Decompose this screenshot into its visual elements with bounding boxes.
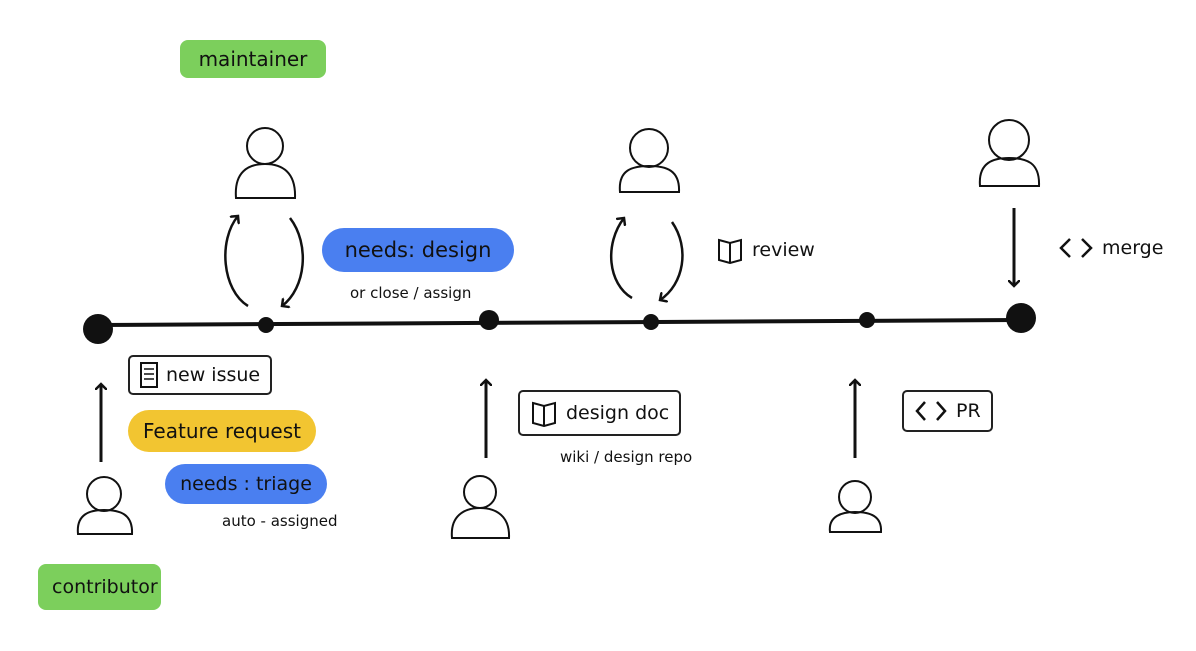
contributor-label: contributor: [38, 564, 161, 610]
auto-assigned-note: auto - assigned: [222, 512, 338, 530]
book-icon: [532, 401, 556, 427]
merge-label: merge: [1058, 234, 1163, 262]
feature-request-badge: Feature request: [128, 410, 316, 452]
needs-triage-badge: needs : triage: [165, 464, 327, 504]
cycle-arrows-icon: [609, 218, 684, 300]
new-issue-text: new issue: [166, 364, 261, 386]
timeline-node-review: [643, 314, 659, 330]
person-icon: [76, 476, 134, 535]
merge-text: merge: [1102, 237, 1164, 259]
timeline-node-triage: [258, 317, 274, 333]
person-icon: [450, 475, 511, 539]
pr-text: PR: [956, 400, 981, 422]
person-icon: [978, 119, 1041, 187]
person-icon: [828, 480, 883, 533]
cycle-arrows-icon: [224, 216, 305, 306]
new-issue-box: new issue: [128, 355, 273, 395]
design-doc-box: design doc: [518, 390, 682, 436]
needs-design-badge: needs: design: [322, 228, 514, 272]
timeline-start-node: [83, 314, 113, 344]
person-icon: [618, 128, 681, 193]
design-doc-text: design doc: [566, 402, 670, 424]
timeline-end-node: [1006, 303, 1036, 333]
maintainer-label: maintainer: [180, 40, 326, 78]
timeline-node-pr: [859, 312, 875, 328]
book-icon: [718, 238, 742, 264]
person-icon: [234, 127, 297, 199]
review-label: review: [716, 236, 815, 264]
or-close-assign-note: or close / assign: [350, 284, 472, 302]
code-brackets-icon: [1059, 238, 1093, 258]
code-brackets-icon: [915, 401, 947, 421]
review-text: review: [752, 239, 815, 261]
wiki-design-repo-note: wiki / design repo: [560, 448, 693, 466]
document-icon: [140, 362, 158, 388]
timeline-line: [97, 318, 1023, 327]
timeline-node-design: [479, 310, 499, 330]
pr-box: PR: [902, 390, 993, 432]
